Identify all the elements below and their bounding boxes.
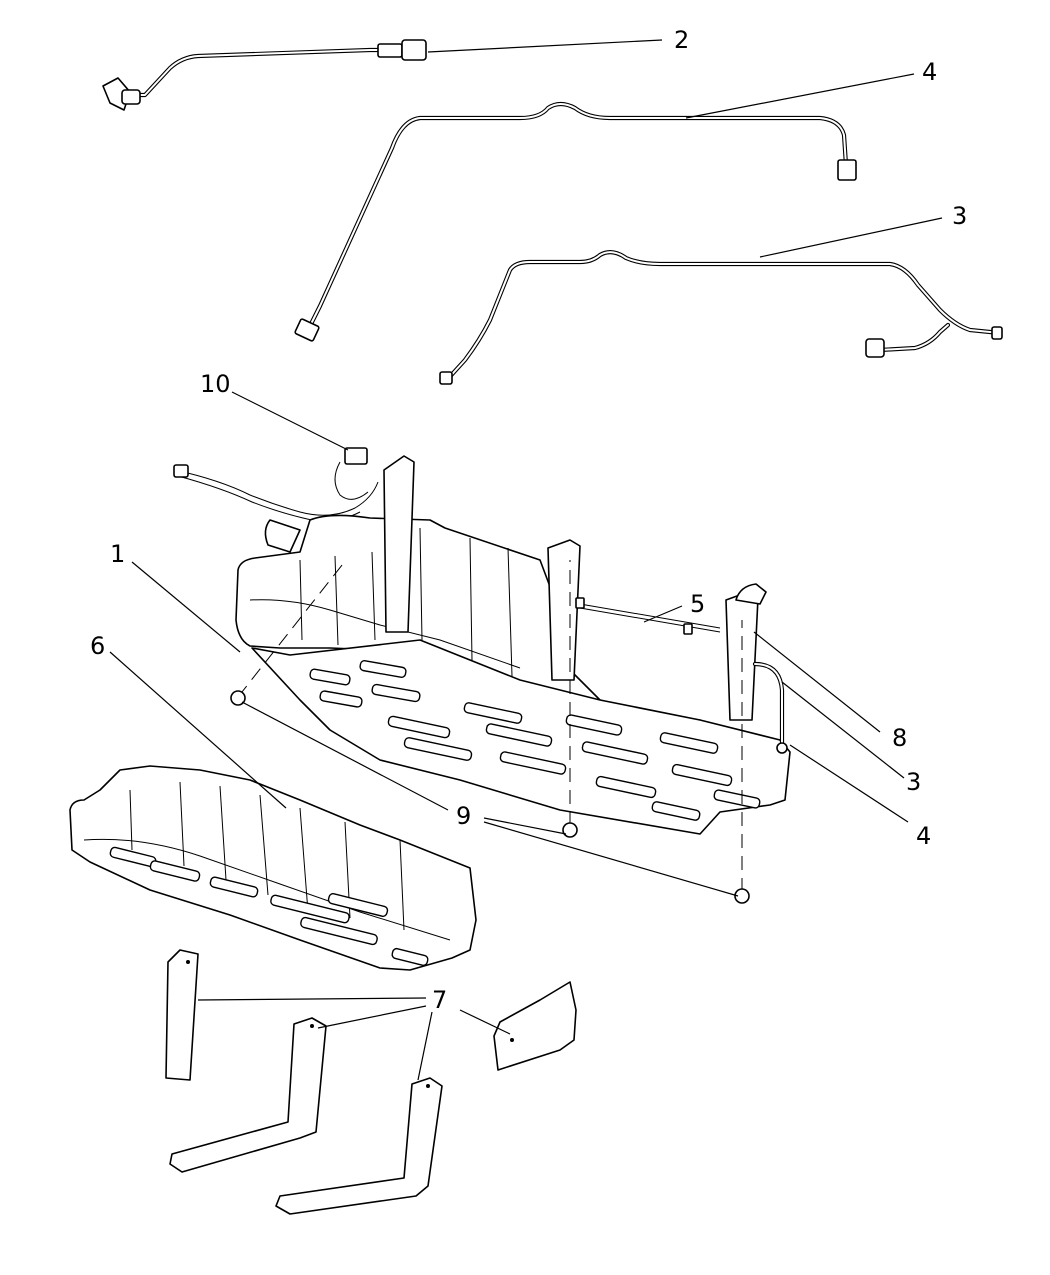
skid-plate-part-6 (69, 765, 477, 971)
callout-3-right: 3 (906, 768, 921, 796)
callout-4-top: 4 (922, 58, 937, 86)
callout-3-top: 3 (952, 202, 967, 230)
callout-9: 9 (456, 802, 471, 830)
fuel-line-part-3 (439, 250, 1003, 385)
callout-5: 5 (690, 590, 705, 618)
callout-labels: 2 4 3 10 1 5 6 8 3 4 9 7 (90, 26, 967, 1014)
callout-6: 6 (90, 632, 105, 660)
fuel-line-part-4 (294, 101, 857, 342)
fuel-tank-assembly-part-1 (235, 455, 791, 835)
callout-4-right: 4 (916, 822, 931, 850)
callout-2: 2 (674, 26, 689, 54)
wiring-harness-part-10 (173, 447, 379, 522)
callout-10: 10 (200, 370, 231, 398)
callout-7: 7 (432, 986, 447, 1014)
callout-1: 1 (110, 540, 125, 568)
skid-plate-slots (309, 660, 761, 821)
leader-lines (109, 39, 943, 1081)
bolts-part-9 (230, 559, 750, 904)
bracket-part-8 (735, 583, 767, 605)
vapor-line-part-2 (102, 39, 427, 111)
side-hose (752, 661, 788, 754)
straps-part-7 (165, 949, 577, 1215)
callout-8: 8 (892, 724, 907, 752)
